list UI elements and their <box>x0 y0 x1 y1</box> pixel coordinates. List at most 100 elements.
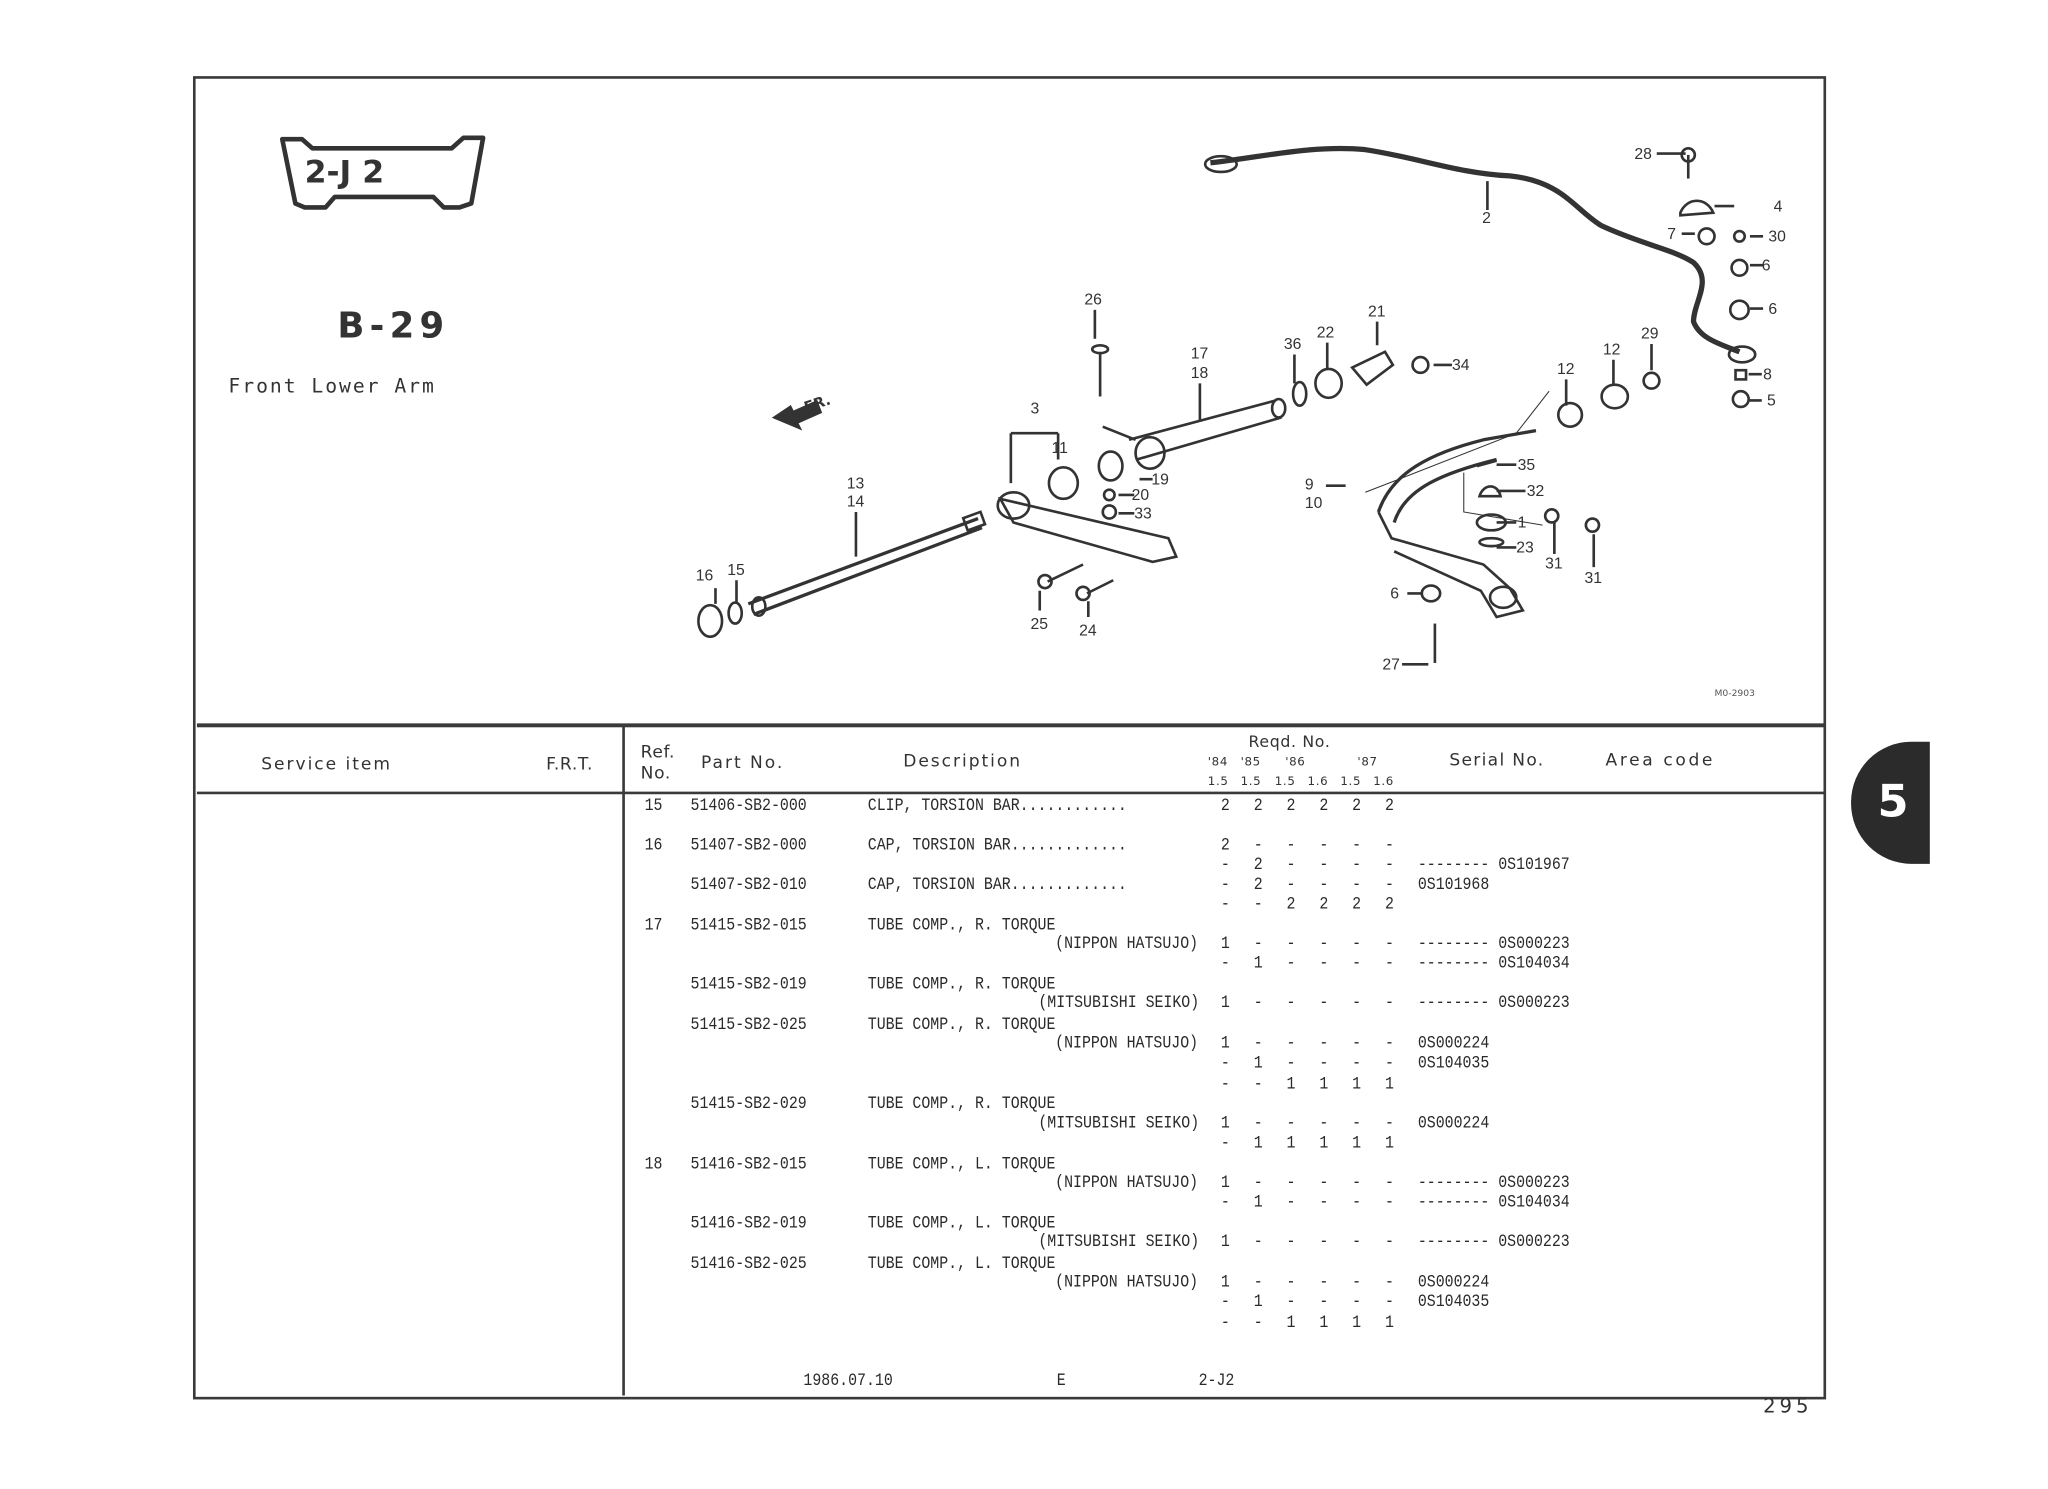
reqd-qty: - <box>1385 1291 1394 1312</box>
serial-no: -------- 0S104034 <box>1417 953 1570 973</box>
serial-no: -------- 0S101967 <box>1417 854 1570 875</box>
reqd-qty: 1 <box>1286 1312 1296 1333</box>
reqd-qty: 1 <box>1385 1132 1394 1153</box>
header-engine: 1.6 <box>1373 775 1394 789</box>
callout-6: 6 <box>1762 257 1771 274</box>
reqd-qty: - <box>1319 1113 1329 1133</box>
reqd-qty: - <box>1385 1172 1394 1193</box>
reqd-qty: - <box>1352 1033 1362 1053</box>
callout-12: 12 <box>1603 341 1621 358</box>
reqd-qty: - <box>1319 1052 1329 1073</box>
header-service-item: Service item <box>261 754 392 775</box>
reqd-qty: - <box>1286 1291 1296 1312</box>
description-maker: (MITSUBISHI SEIKO) <box>1037 992 1199 1013</box>
callout-32: 32 <box>1527 483 1545 500</box>
reqd-qty: - <box>1286 1052 1296 1073</box>
reqd-qty: - <box>1352 1172 1362 1193</box>
callout-34: 34 <box>1452 357 1470 374</box>
ref-no: 16 <box>644 834 663 855</box>
reqd-qty: - <box>1352 834 1362 855</box>
description-maker: (MITSUBISHI SEIKO) <box>1037 1231 1199 1252</box>
callout-29: 29 <box>1641 326 1659 343</box>
callout-10: 10 <box>1305 495 1323 512</box>
description: CLIP, TORSION BAR............ <box>867 795 1127 816</box>
callout-4: 4 <box>1774 198 1783 215</box>
callout-9: 9 <box>1305 477 1314 494</box>
callout-20: 20 <box>1132 487 1150 504</box>
callout-28: 28 <box>1634 146 1652 163</box>
callout-12: 12 <box>1557 361 1575 378</box>
callout-3: 3 <box>1031 401 1040 418</box>
description: TUBE COMP., R. TORQUE <box>867 1014 1056 1035</box>
callout-35: 35 <box>1518 457 1536 474</box>
callout-18: 18 <box>1191 365 1209 382</box>
ref-no: 18 <box>644 1153 663 1174</box>
reqd-qty: - <box>1319 953 1329 973</box>
reqd-qty: 2 <box>1319 894 1329 914</box>
reqd-qty: - <box>1319 874 1329 895</box>
reqd-qty: - <box>1220 1132 1230 1153</box>
header-divider <box>196 791 1825 795</box>
callout-25: 25 <box>1031 616 1049 633</box>
header-ref-no-1: Ref. <box>640 743 676 763</box>
header-ref-no-2: No. <box>640 764 671 784</box>
part-no: 51416-SB2-015 <box>690 1153 807 1174</box>
reqd-qty: - <box>1352 1272 1362 1292</box>
reqd-qty: 2 <box>1253 874 1263 895</box>
reqd-qty: - <box>1385 874 1394 895</box>
reqd-qty: - <box>1253 1172 1263 1193</box>
ref-no: 15 <box>644 795 663 816</box>
reqd-qty: - <box>1286 1272 1296 1292</box>
reqd-qty: - <box>1319 933 1329 954</box>
front-arrow-label: FR. <box>802 393 832 416</box>
callout-36: 36 <box>1284 336 1302 353</box>
reqd-qty: - <box>1319 834 1329 855</box>
reqd-qty: - <box>1253 1073 1263 1094</box>
description-maker: (NIPPON HATSUJO) <box>1055 933 1199 954</box>
reqd-qty: - <box>1220 1192 1230 1212</box>
reqd-qty: - <box>1385 1272 1394 1292</box>
part-no: 51407-SB2-000 <box>690 834 807 855</box>
header-part-no: Part No. <box>701 753 785 774</box>
reqd-qty: - <box>1352 1052 1362 1073</box>
description-maker: (NIPPON HATSUJO) <box>1055 1033 1199 1053</box>
serial-no: 0S000224 <box>1417 1113 1490 1133</box>
description-maker: (NIPPON HATSUJO) <box>1055 1172 1199 1193</box>
reqd-qty: - <box>1319 1291 1329 1312</box>
reqd-qty: 1 <box>1385 1312 1394 1333</box>
callout-7: 7 <box>1667 226 1676 243</box>
reqd-qty: 1 <box>1286 1073 1296 1094</box>
reqd-qty: - <box>1352 874 1362 895</box>
reqd-qty: - <box>1385 1113 1394 1133</box>
reqd-qty: 1 <box>1220 1033 1230 1053</box>
reqd-qty: - <box>1352 1291 1362 1312</box>
part-no: 51415-SB2-029 <box>690 1093 807 1114</box>
reqd-qty: - <box>1286 1231 1296 1252</box>
description: TUBE COMP., R. TORQUE <box>867 1093 1056 1114</box>
header-engine: 1.5 <box>1240 775 1262 789</box>
reqd-qty: 1 <box>1319 1132 1329 1153</box>
callout-26: 26 <box>1084 292 1102 309</box>
header-engine: 1.5 <box>1207 775 1229 789</box>
reqd-qty: - <box>1253 1113 1263 1133</box>
description: TUBE COMP., R. TORQUE <box>867 974 1056 994</box>
description: TUBE COMP., L. TORQUE <box>867 1153 1056 1174</box>
reqd-qty: - <box>1220 894 1230 914</box>
reqd-qty: - <box>1286 874 1296 895</box>
callout-31: 31 <box>1585 570 1603 587</box>
callout-2: 2 <box>1482 210 1491 227</box>
callout-31: 31 <box>1545 555 1563 572</box>
reqd-qty: - <box>1286 1113 1296 1133</box>
reqd-qty: - <box>1286 854 1296 875</box>
reqd-qty: 1 <box>1220 1272 1230 1292</box>
reqd-qty: 1 <box>1220 1172 1230 1193</box>
reqd-qty: - <box>1352 933 1362 954</box>
callout-6: 6 <box>1768 301 1777 318</box>
callout-14: 14 <box>847 494 865 511</box>
reqd-qty: - <box>1253 1272 1263 1292</box>
part-no: 51406-SB2-000 <box>690 795 807 816</box>
reqd-qty: - <box>1253 992 1263 1013</box>
page-frame <box>192 76 1827 1400</box>
reqd-qty: - <box>1385 1192 1394 1212</box>
